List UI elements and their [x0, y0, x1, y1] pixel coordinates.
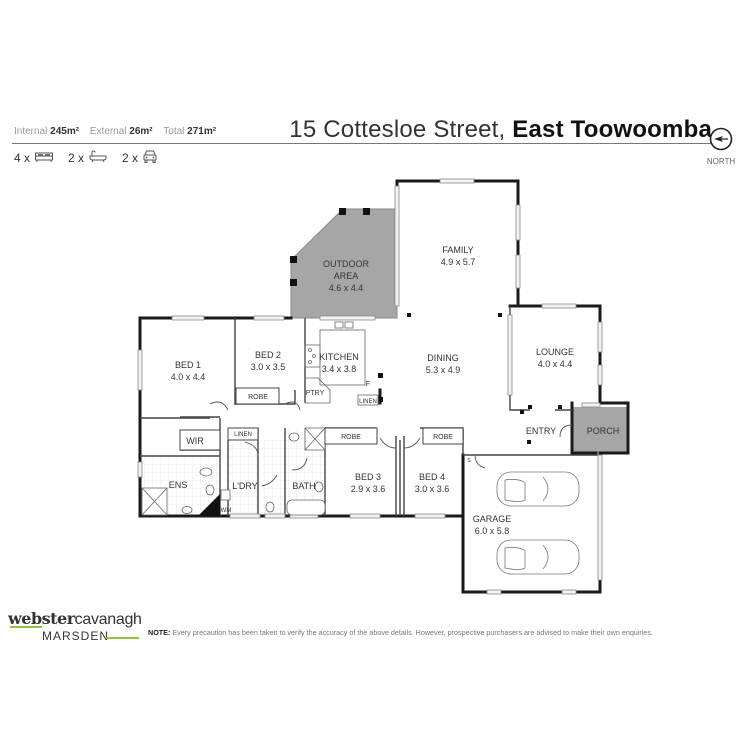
robe-bed3: ROBE: [341, 434, 361, 441]
doors: [209, 401, 573, 487]
bed1-dims: 4.0 x 4.4: [171, 372, 206, 382]
dining-dims: 5.3 x 4.9: [426, 365, 461, 375]
logo-marsden: MARSDEN: [42, 629, 110, 643]
linen-hall: LINEN: [234, 432, 252, 438]
windows: [137, 178, 603, 595]
ens-label: ENS: [169, 480, 188, 490]
bed-count: 4 x: [14, 151, 31, 165]
storage-boxes: [179, 387, 464, 451]
kitchen-fixtures: [304, 321, 379, 406]
logo-webster: webster: [8, 609, 75, 628]
property-address: 15 Cottesloe Street, East Toowoomba: [289, 116, 712, 144]
agency-logo: webstercavanagh MARSDEN: [8, 609, 142, 645]
header-divider: [12, 143, 717, 144]
street-address: 15 Cottesloe Street,: [289, 116, 506, 143]
outdoor-label: OUTDOOR: [323, 259, 369, 269]
bath-label: BATH: [292, 481, 315, 491]
bed2-label: BED 2: [255, 350, 281, 360]
logo-accent-line: [10, 626, 42, 628]
fridge-label: F: [366, 381, 370, 388]
lounge-dims: 4.0 x 4.4: [538, 359, 573, 369]
north-label: NORTH: [706, 157, 736, 166]
external-label: External: [89, 126, 127, 137]
outdoor-posts: [290, 208, 370, 286]
total-label: Total: [163, 126, 185, 137]
logo-cavanagh: cavanagh: [74, 611, 142, 628]
porch-label: PORCH: [587, 426, 620, 436]
step-label: S: [467, 458, 471, 464]
garage-dims: 6.0 x 5.8: [475, 526, 510, 536]
outdoor-dims: 4.6 x 4.4: [329, 283, 364, 293]
compass: NORTH: [704, 127, 738, 166]
car-icons: [496, 471, 580, 575]
family-dims: 4.9 x 5.7: [441, 257, 476, 267]
outdoor-label-2: AREA: [334, 271, 359, 281]
feature-counts: 4 x 2 x 2 x: [14, 149, 158, 167]
ensuite-dark-corner: [198, 494, 220, 516]
dining-label: DINING: [427, 353, 459, 363]
internal-label: Internal: [14, 126, 48, 137]
car-icon: [142, 149, 158, 167]
lounge-label: LOUNGE: [536, 347, 574, 357]
bath-count: 2 x: [68, 151, 85, 165]
external-value: 26m²: [129, 126, 153, 137]
note-label: NOTE:: [148, 628, 171, 637]
bed4-dims: 3.0 x 3.6: [415, 484, 450, 494]
wm-label: WM: [221, 508, 232, 514]
linen-kitchen: LINEN: [359, 399, 377, 405]
porch-area: [572, 407, 628, 453]
laundry-label: L'DRY: [232, 481, 258, 491]
logo-accent-line-2: [106, 637, 139, 639]
disclaimer: NOTE: Every precaution has been taken to…: [148, 628, 653, 637]
bed2-dims: 3.0 x 3.5: [251, 362, 286, 372]
bed3-dims: 2.9 x 3.6: [351, 484, 386, 494]
pantry-label: PTRY: [306, 390, 325, 397]
north-arrow-icon: [709, 127, 733, 151]
wir-label: WIR: [186, 436, 204, 446]
family-label: FAMILY: [442, 245, 473, 255]
total-value: 271m²: [187, 126, 217, 137]
kitchen-label: KITCHEN: [319, 352, 359, 362]
kitchen-dims: 3.4 x 3.8: [322, 364, 357, 374]
car-count: 2 x: [122, 151, 139, 165]
robe-bed2: ROBE: [248, 394, 268, 401]
structural-posts: [378, 313, 562, 444]
internal-value: 245m²: [50, 126, 80, 137]
garage-label: GARAGE: [473, 514, 512, 524]
bath-icon: [88, 150, 108, 166]
bed4-label: BED 4: [419, 472, 445, 482]
bathroom-fixtures: [141, 427, 326, 516]
robe-bed4: ROBE: [433, 434, 453, 441]
bed-icon: [34, 151, 54, 166]
suburb: East Toowoomba: [512, 116, 712, 143]
area-summary: Internal 245m² External 26m² Total 271m²: [14, 126, 216, 137]
bed3-label: BED 3: [355, 472, 381, 482]
entry-label: ENTRY: [526, 426, 556, 436]
note-text: Every precaution has been taken to verif…: [172, 628, 653, 637]
bed1-label: BED 1: [175, 360, 201, 370]
